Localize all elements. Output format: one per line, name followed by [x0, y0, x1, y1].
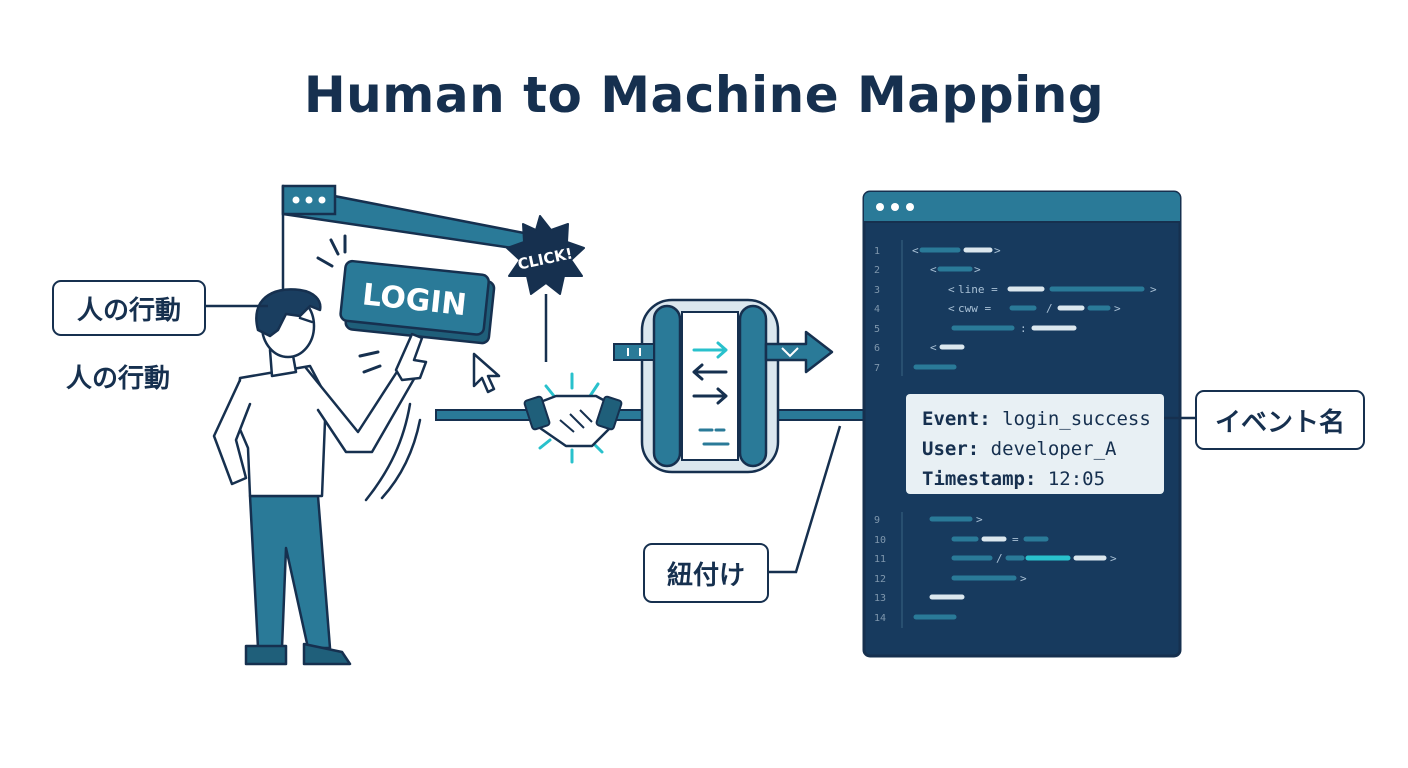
svg-text:9: 9	[874, 515, 880, 526]
svg-text:>: >	[994, 244, 1001, 257]
svg-text:7: 7	[874, 363, 880, 374]
binding-tag: 紐付け	[643, 543, 769, 603]
timestamp-key: Timestamp:	[922, 468, 1037, 490]
event-record: Event: login_success User: developer_A T…	[906, 394, 1164, 494]
timestamp-row: Timestamp: 12:05	[922, 464, 1164, 494]
transfer-drum	[640, 298, 780, 474]
svg-text::: :	[1020, 322, 1027, 335]
svg-text:13: 13	[874, 593, 886, 604]
svg-text:/: /	[996, 552, 1003, 565]
svg-text:<: <	[948, 283, 955, 296]
svg-text:>: >	[974, 263, 981, 276]
svg-text:<: <	[948, 302, 955, 315]
user-key: User:	[922, 438, 980, 460]
code-line-numbers: 1 2 3 4 5 6 7 9 10 11 12 13 14	[874, 246, 886, 624]
human-action-label: 人の行動	[66, 364, 171, 394]
svg-text:1: 1	[874, 246, 880, 257]
click-burst-icon: CLICK!	[506, 215, 585, 362]
svg-text:5: 5	[874, 324, 880, 335]
svg-text:>: >	[1150, 283, 1157, 296]
svg-text:>: >	[1110, 552, 1117, 565]
event-name-tag: イベント名	[1195, 390, 1365, 450]
svg-text:<: <	[912, 244, 919, 257]
login-button[interactable]: LOGIN	[339, 259, 496, 345]
person-figure	[212, 288, 428, 666]
flow-arrow	[613, 330, 834, 374]
svg-text:/: /	[1046, 302, 1053, 315]
svg-text:line =: line =	[958, 283, 998, 296]
motion-swoosh	[364, 402, 422, 502]
user-value: developer_A	[990, 438, 1117, 460]
svg-text:>: >	[1114, 302, 1121, 315]
svg-text:<: <	[930, 263, 937, 276]
svg-text:cww =: cww =	[958, 302, 991, 315]
event-value: login_success	[1002, 408, 1151, 430]
svg-text:12: 12	[874, 574, 886, 585]
svg-text:6: 6	[874, 343, 880, 354]
code-lines: < > < > < line = > < cww = / > : < > = /	[912, 244, 1157, 620]
svg-text:>: >	[1020, 572, 1027, 585]
svg-text:3: 3	[874, 285, 880, 296]
human-action-tag: 人の行動	[52, 280, 206, 336]
svg-text:4: 4	[874, 304, 880, 315]
svg-text:11: 11	[874, 554, 886, 565]
event-key: Event:	[922, 408, 991, 430]
event-row: Event: login_success	[922, 404, 1164, 434]
user-row: User: developer_A	[922, 434, 1164, 464]
svg-text:>: >	[976, 513, 983, 526]
handshake-icon	[523, 372, 623, 464]
page-title: Human to Machine Mapping	[303, 66, 1105, 124]
svg-text:=: =	[1012, 533, 1019, 546]
svg-text:10: 10	[874, 535, 886, 546]
binding-connector	[768, 425, 842, 574]
svg-text:14: 14	[874, 613, 886, 624]
svg-text:<: <	[930, 341, 937, 354]
cursor-icon	[472, 352, 501, 394]
timestamp-value: 12:05	[1047, 468, 1106, 490]
motion-lines	[316, 234, 382, 374]
svg-text:2: 2	[874, 265, 880, 276]
